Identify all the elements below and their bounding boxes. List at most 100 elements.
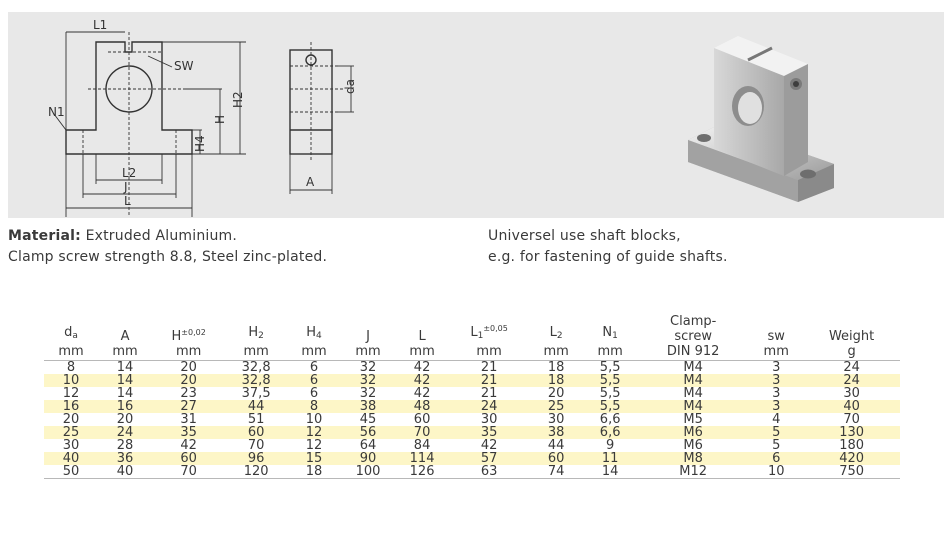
table-cell: M8 (683, 451, 703, 466)
table-cell: 10 (62, 373, 80, 388)
table-cell: 38 (359, 399, 377, 414)
label-h: H (213, 115, 227, 124)
table-cell: 32 (359, 386, 377, 401)
table-cell: M12 (637, 465, 750, 479)
table-cell: 32,8 (225, 360, 287, 374)
table-cell: 3 (772, 386, 781, 401)
table-cell: 18 (529, 360, 584, 374)
table-cell: 60 (413, 412, 431, 427)
table-cell: 63 (449, 465, 530, 479)
table-cell: 51 (247, 412, 265, 427)
table-cell: M6 (683, 425, 703, 440)
table-cell: 30 (843, 386, 860, 401)
table-cell: 9 (606, 438, 615, 453)
table-cell: 6 (309, 386, 319, 401)
table-cell: 44 (547, 438, 565, 453)
table-cell: 60 (547, 451, 565, 466)
technical-drawing-panel: L1 SW N1 H H2 H4 L2 J L (8, 12, 944, 218)
front-view (53, 31, 246, 217)
table-cell: 60 (247, 425, 265, 440)
column-header-label: J (366, 329, 370, 344)
column-header-label: Weight (828, 329, 875, 344)
column-header-subscript: 1 (612, 331, 618, 341)
table-cell: 40 (843, 399, 860, 414)
table-cell: 6 (287, 360, 342, 374)
column-header-label: H (306, 325, 317, 340)
table-cell: 24 (843, 373, 860, 388)
table-cell: 32 (341, 360, 396, 374)
table-cell: 4 (772, 412, 781, 427)
table-cell: 84 (413, 438, 431, 453)
table-cell: 5,5 (583, 360, 638, 374)
table-cell: 40 (98, 465, 153, 479)
column-header-label: d (64, 325, 73, 340)
table-cell: 21 (449, 360, 530, 374)
column-header-unit: DIN 912 (666, 344, 720, 359)
table-cell: 70 (843, 412, 860, 427)
table-cell: 25 (547, 399, 565, 414)
table-cell: 16 (62, 399, 80, 414)
table-cell: 24 (480, 399, 498, 414)
table-cell: 45 (359, 412, 377, 427)
table-cell: 25 (62, 425, 80, 440)
table-cell: 28 (116, 438, 134, 453)
table-cell: M4 (683, 373, 703, 388)
label-l: L (124, 194, 131, 208)
column-header-subscript: 2 (556, 331, 563, 341)
table-cell: 31 (180, 412, 197, 427)
table-cell: 20 (62, 412, 80, 427)
table-cell: 5,5 (599, 399, 621, 414)
table-cell: 10 (305, 412, 323, 427)
table-cell: 30 (547, 412, 565, 427)
table-cell: 32 (359, 373, 377, 388)
column-header-unit: mm (355, 344, 381, 359)
table-cell: 20 (152, 360, 226, 374)
table-cell: 12 (305, 425, 323, 440)
table-cell: 18 (287, 465, 342, 479)
table-cell: 14 (583, 465, 638, 479)
table-cell: 15 (305, 451, 323, 466)
table-cell: 48 (413, 399, 431, 414)
table-cell: 21 (480, 386, 498, 401)
table-cell: 420 (839, 451, 865, 466)
table-cell: 8 (309, 399, 319, 414)
table-cell: 24 (116, 425, 134, 440)
table-cell: 35 (180, 425, 197, 440)
table-cell: 30 (480, 412, 498, 427)
table-cell: 42 (395, 360, 450, 374)
material-info: Material: Extruded Aluminium. Clamp scre… (8, 226, 327, 268)
table-cell: 3 (772, 399, 781, 414)
table-cell: M4 (637, 360, 750, 374)
table-cell: 11 (601, 451, 619, 466)
table-cell: 5 (772, 425, 781, 440)
table-cell: 70 (152, 465, 226, 479)
table-cell: M4 (683, 386, 703, 401)
table-cell: 27 (180, 399, 197, 414)
column-header-label: Clamp- (670, 314, 717, 329)
column-header-unit: mm (543, 344, 569, 359)
table-cell: M5 (683, 412, 703, 427)
label-n1: N1 (48, 105, 65, 119)
column-header-label: L (470, 325, 478, 340)
shaft-block-drawing: L1 SW N1 H H2 H4 L2 J L (48, 18, 834, 217)
table-cell: 57 (480, 451, 498, 466)
table-cell: 38 (547, 425, 565, 440)
table-cell: 18 (547, 373, 565, 388)
table-cell: 32,8 (241, 373, 271, 388)
column-header-unit: mm (58, 344, 84, 359)
table-cell: 60 (180, 451, 197, 466)
